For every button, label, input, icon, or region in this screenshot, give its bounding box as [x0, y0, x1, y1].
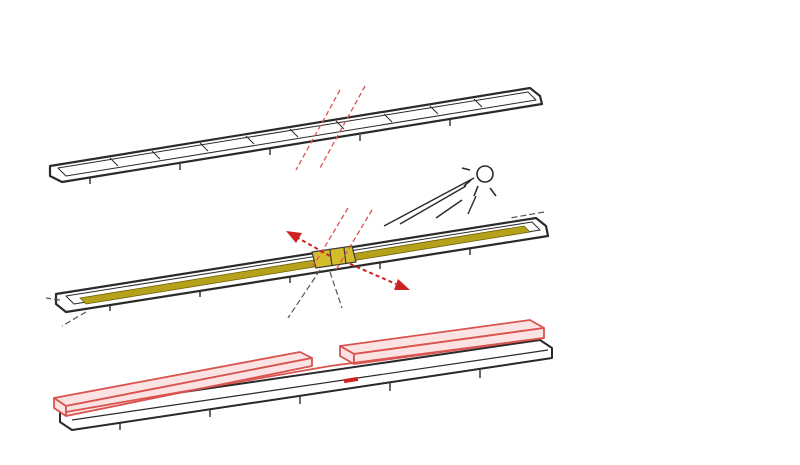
- bottom-panel-feet: [119, 370, 481, 430]
- bottom-panel-lower-edge: [71, 357, 553, 431]
- top-panel-feet: [89, 120, 451, 184]
- bottom-panel: [59, 339, 553, 431]
- grey-dashes: [45, 211, 545, 327]
- middle-panel-inner-rim: [65, 221, 541, 305]
- red-block-left: [53, 351, 331, 417]
- expansion-arrow-icon: [286, 231, 410, 290]
- top-panel-face: [57, 91, 537, 177]
- light-ray-icon: [383, 177, 477, 227]
- top-panel-bottom-edge: [61, 103, 543, 183]
- top-panel-segments: [109, 98, 483, 167]
- yellow-channel: [79, 225, 531, 305]
- bottom-panel-rail: [71, 349, 549, 421]
- top-red-dashes: [295, 85, 366, 171]
- middle-panel-bottom-edge: [65, 235, 549, 313]
- middle-panel-feet: [109, 248, 471, 311]
- middle-red-dashes: [311, 207, 373, 271]
- bottom-center-marker: [343, 376, 359, 384]
- top-panel: [48, 86, 544, 184]
- red-block-right: [329, 319, 545, 367]
